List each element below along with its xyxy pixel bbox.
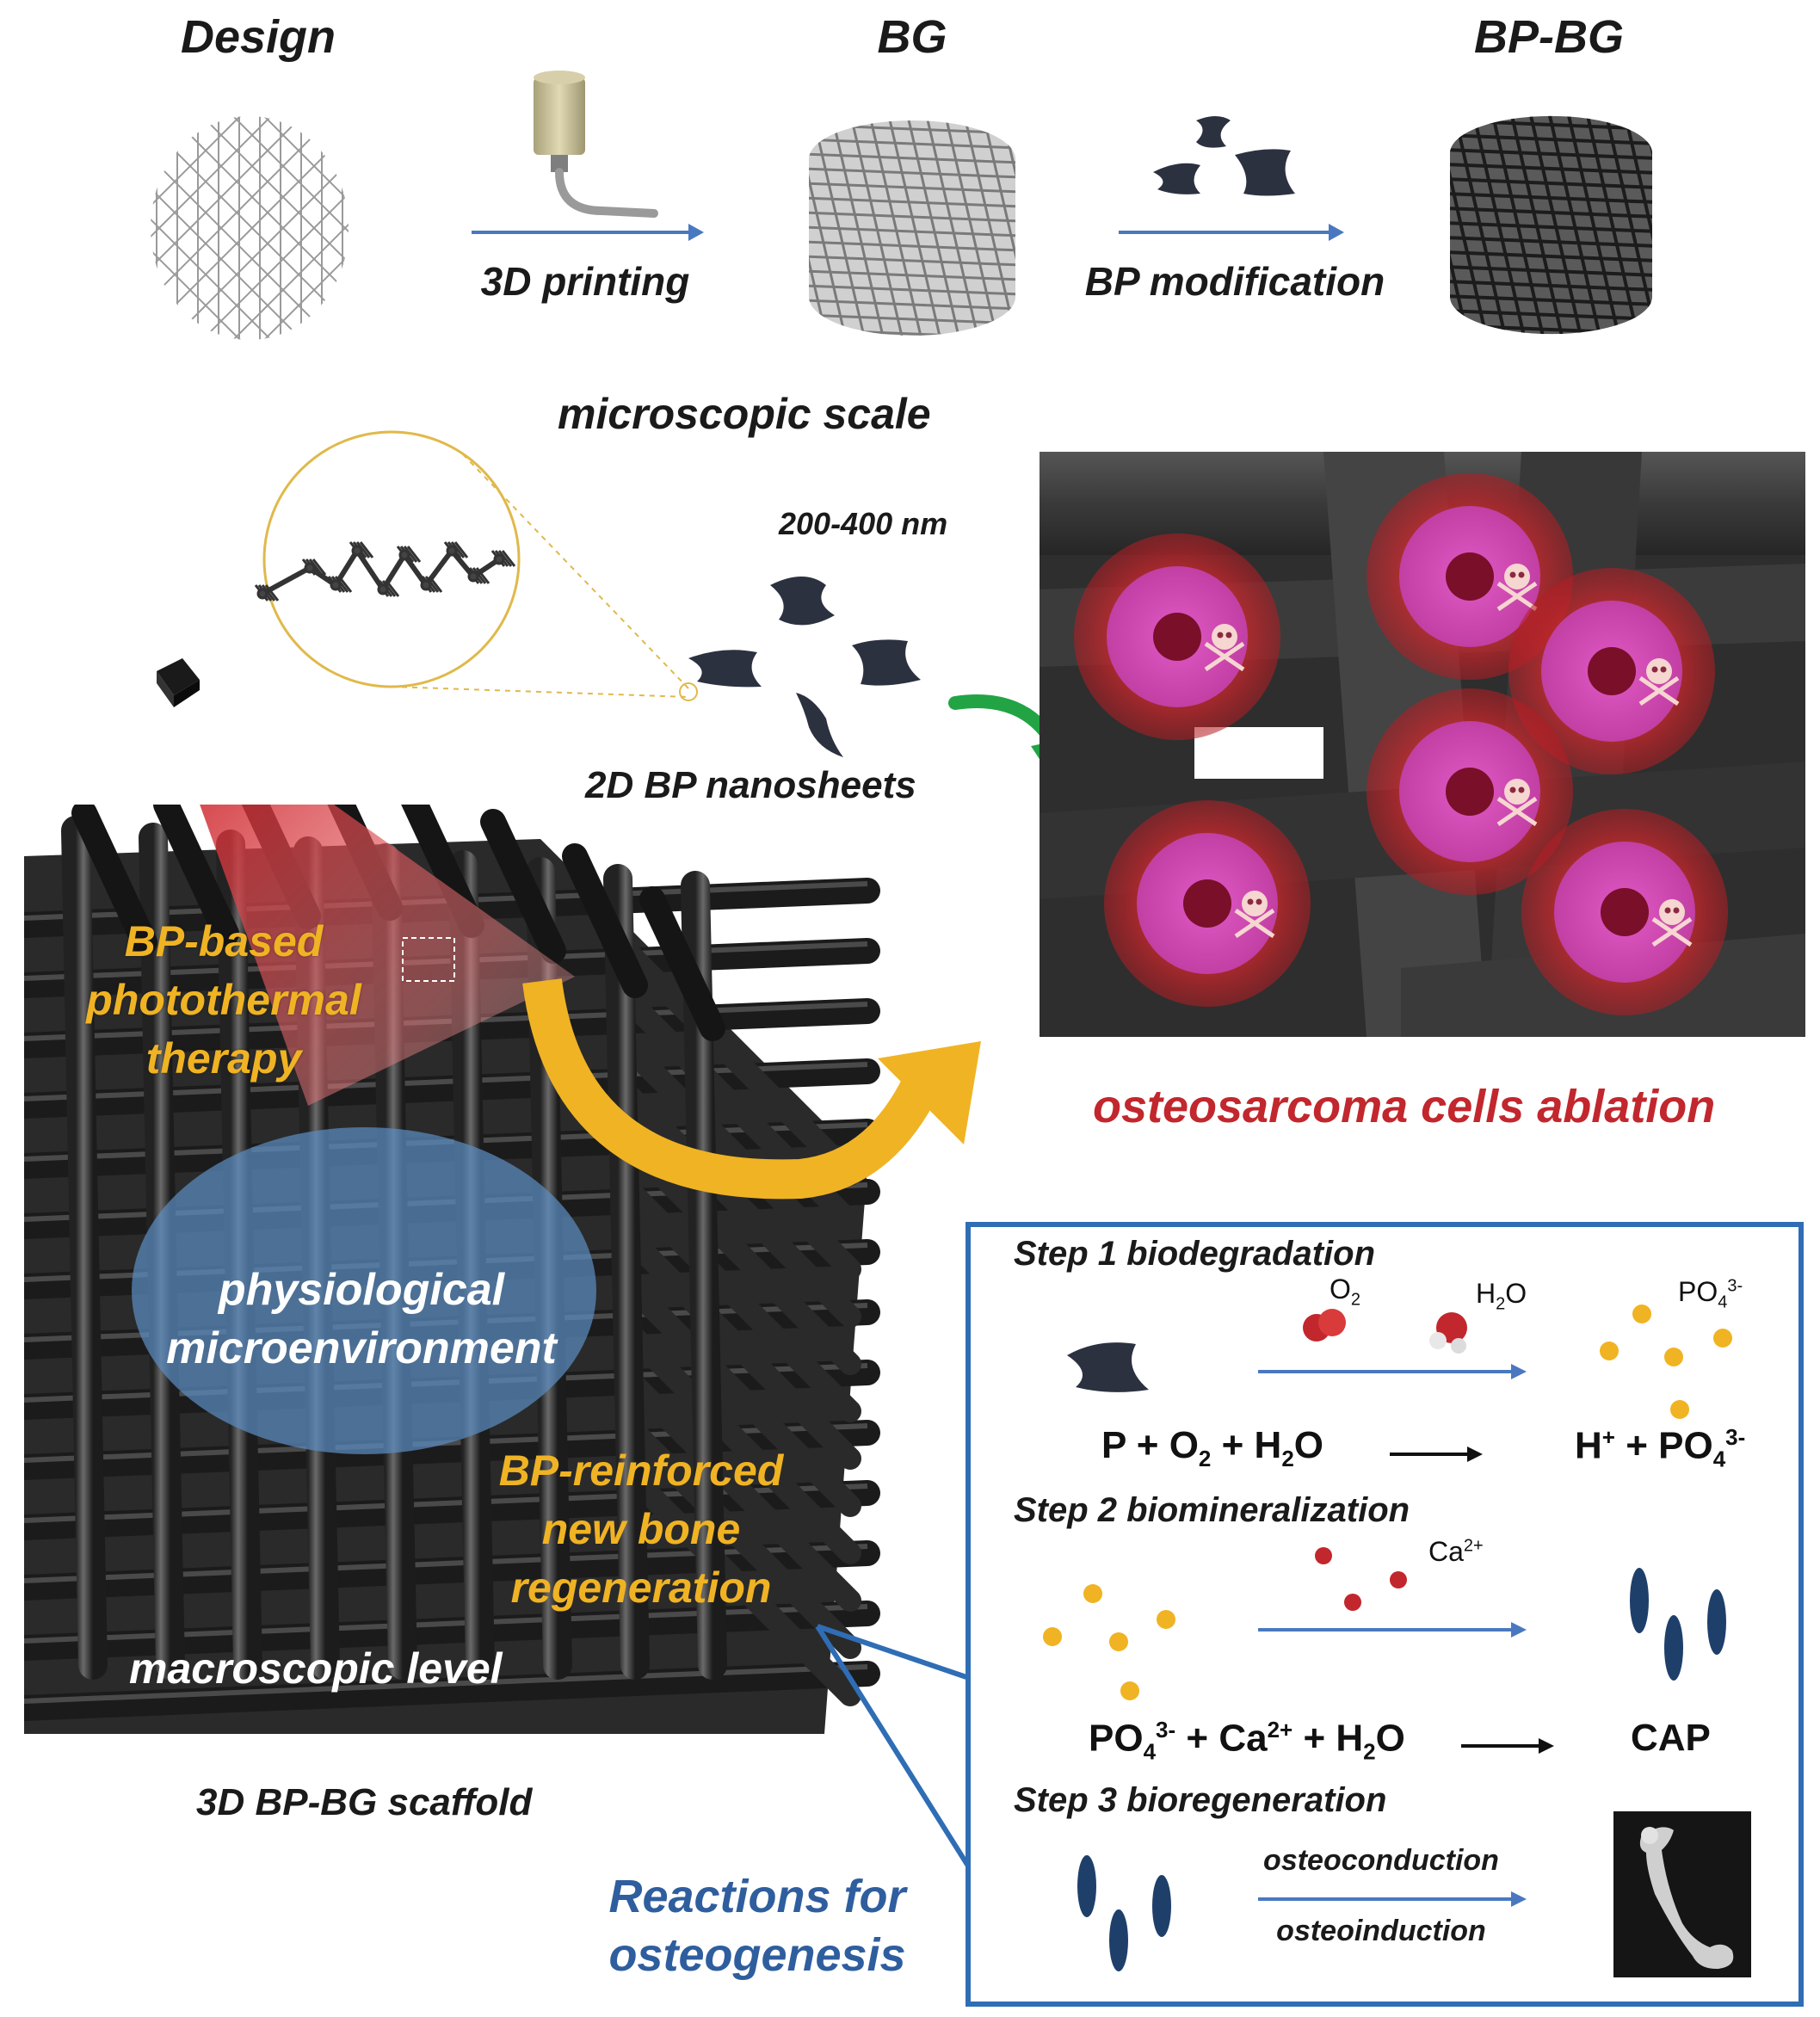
ca-base: Ca	[1428, 1536, 1464, 1567]
step2-title: Step 2 biomineralization	[1014, 1491, 1410, 1529]
macro-level-label: macroscopic level	[129, 1644, 503, 1693]
microscopic-scale-label: microscopic scale	[558, 390, 931, 438]
ptt-line-1: BP-based	[124, 917, 324, 965]
stage-title-bpbg: BP-BG	[1474, 11, 1624, 63]
eq1-r0: H	[1575, 1424, 1602, 1467]
reinforced-line-3: regeneration	[510, 1564, 772, 1612]
bp-flakes-icon	[1153, 116, 1295, 196]
ca-sup: 2+	[1463, 1536, 1484, 1556]
laser-source-icon	[157, 658, 200, 707]
h2o-h: H	[1476, 1278, 1496, 1309]
printer-nozzle-icon	[534, 71, 658, 218]
po4-base: PO	[1678, 1276, 1718, 1307]
step1-phosphate-dots	[1600, 1305, 1732, 1419]
eq2-l2: 3-	[1156, 1717, 1176, 1743]
nanosheets-label: 2D BP nanosheets	[585, 764, 916, 806]
step1-eq-arrow	[1390, 1446, 1483, 1462]
ptt-line-2: photothermal	[86, 976, 361, 1024]
step1-title: Step 1 biodegradation	[1014, 1235, 1376, 1273]
h2o-sub: 2	[1496, 1294, 1506, 1314]
eq1-l1: 2	[1198, 1445, 1212, 1471]
step1-o2-label: O2	[1330, 1274, 1360, 1310]
step3-arrow-top-label: osteoconduction	[1263, 1844, 1499, 1877]
stage-title-bg: BG	[877, 11, 947, 63]
eq1-l4: O	[1293, 1424, 1324, 1466]
macro-scaffold-image	[24, 805, 880, 1734]
reinforced-line-1: BP-reinforced	[498, 1446, 784, 1495]
femur-bone-image	[1613, 1811, 1751, 1977]
reinforced-line-2: new bone	[541, 1505, 741, 1553]
step1-h2o-label: H2O	[1476, 1278, 1527, 1314]
printing-arrow	[472, 224, 704, 241]
step3-title: Step 3 bioregeneration	[1014, 1781, 1387, 1819]
step1-o2-molecule	[1303, 1309, 1346, 1342]
step1-bp-sheet	[1067, 1342, 1149, 1392]
eq1-l3: 2	[1281, 1445, 1294, 1471]
step2-arrow	[1258, 1622, 1527, 1638]
step2-cap-crystals	[1630, 1568, 1726, 1681]
eq2-l7: O	[1375, 1717, 1405, 1760]
physio-label: physiological microenvironment	[129, 1261, 594, 1378]
ptt-line-3: therapy	[145, 1034, 302, 1083]
printing-label: 3D printing	[480, 259, 690, 304]
gold-arrow	[522, 978, 981, 1200]
eq2-l4: 2+	[1267, 1717, 1293, 1743]
ablation-panel	[1040, 452, 1805, 1037]
eq2-l0: PO	[1089, 1717, 1144, 1760]
step2-eq-arrow	[1461, 1738, 1554, 1754]
step2-equation-left: PO43- + Ca2+ + H2O	[1089, 1717, 1405, 1765]
reaction-connector	[815, 1624, 972, 1869]
physio-line-2: microenvironment	[166, 1323, 557, 1373]
ptt-label: BP-based photothermal therapy	[60, 912, 387, 1088]
step2-cap-label: CAP	[1631, 1717, 1711, 1759]
eq1-r4: 3-	[1725, 1424, 1746, 1450]
step2-ca-label: Ca2+	[1428, 1536, 1484, 1568]
step3-cap-crystals	[1077, 1855, 1171, 1971]
eq1-r3: 4	[1712, 1446, 1726, 1472]
po4-sub: 4	[1718, 1292, 1728, 1312]
eq1-r2: + PO	[1614, 1424, 1713, 1467]
eq1-l0: P + O	[1101, 1424, 1199, 1466]
reinforced-label: BP-reinforced new bone regeneration	[465, 1441, 817, 1617]
physio-line-1: physiological	[218, 1265, 505, 1315]
bp-nanosheets-image	[688, 577, 921, 757]
reactions-title: Reactions for osteogenesis	[585, 1867, 929, 1984]
eq2-l3: + Ca	[1175, 1717, 1268, 1760]
step2-ca-dots	[1315, 1547, 1407, 1611]
scaffold-caption: 3D BP-BG scaffold	[196, 1781, 533, 1823]
step2-phosphate-dots	[1043, 1584, 1175, 1700]
eq1-l2: + H	[1211, 1424, 1282, 1466]
bpbg-scaffold-image	[1450, 115, 1652, 335]
step3-arrow-bottom-label: osteoinduction	[1276, 1915, 1486, 1947]
po4-sup: 3-	[1727, 1276, 1743, 1296]
reactions-title-line-2: osteogenesis	[608, 1929, 906, 1981]
bg-scaffold-image	[809, 120, 1015, 336]
h2o-o: O	[1505, 1278, 1527, 1309]
step1-equation-right: H+ + PO43-	[1575, 1424, 1745, 1472]
o2-sub: 2	[1350, 1290, 1361, 1310]
bp-modification-arrow	[1119, 224, 1344, 241]
eq2-l6: 2	[1363, 1738, 1376, 1765]
bp-modification-label: BP modification	[1084, 259, 1385, 304]
eq2-l1: 4	[1143, 1738, 1157, 1765]
o2-o: O	[1330, 1274, 1351, 1305]
bp-lattice-zoom	[254, 430, 698, 701]
step3-arrow	[1258, 1891, 1527, 1907]
ablation-caption: osteosarcoma cells ablation	[1093, 1081, 1716, 1132]
reactions-title-line-1: Reactions for	[608, 1871, 906, 1922]
stage-title-design: Design	[180, 11, 336, 63]
size-label: 200-400 nm	[779, 506, 948, 541]
step1-equation-left: P + O2 + H2O	[1101, 1424, 1323, 1472]
step1-h2o-molecule	[1429, 1312, 1467, 1354]
step1-arrow	[1258, 1364, 1527, 1379]
eq1-r1: +	[1601, 1424, 1615, 1450]
step1-po4-label: PO43-	[1678, 1276, 1743, 1312]
design-wireframe-image	[151, 116, 349, 340]
eq2-l5: + H	[1293, 1717, 1364, 1760]
